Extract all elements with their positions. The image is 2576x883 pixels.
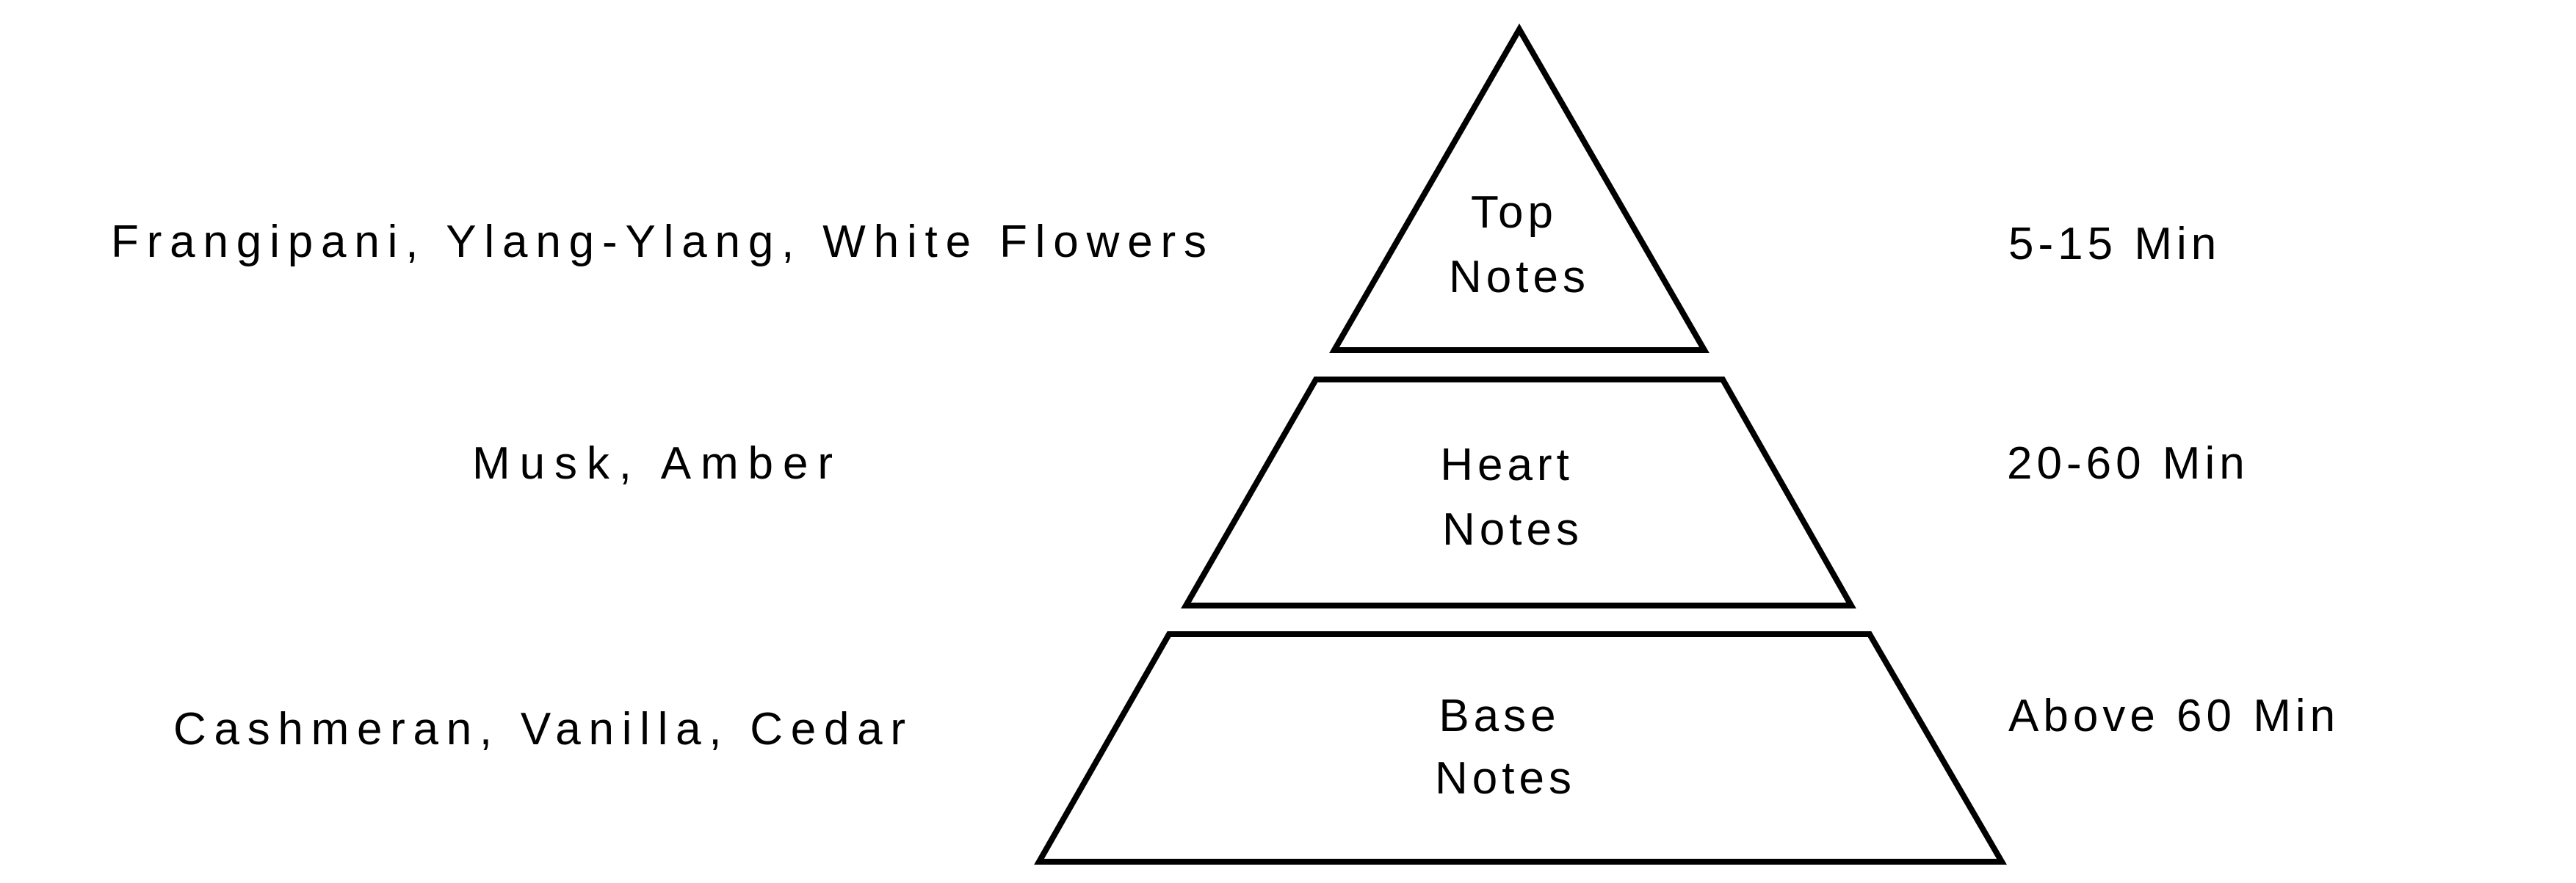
- heart-notes-label-line1: Heart: [1440, 440, 1574, 490]
- base-notes-ingredients: Cashmeran, Vanilla, Cedar: [173, 704, 910, 755]
- base-notes-label-line2: Notes: [1435, 753, 1576, 804]
- tier-heart: Heart Notes Musk, Amber 20-60 Min: [472, 377, 2249, 608]
- heart-notes-label-line2: Notes: [1442, 504, 1583, 555]
- top-notes-duration: 5-15 Min: [2008, 219, 2221, 269]
- base-notes-trapezoid: [1034, 631, 2007, 865]
- base-notes-label-line1: Base: [1439, 691, 1560, 741]
- top-notes-label-line2: Notes: [1449, 252, 1590, 302]
- base-notes-duration: Above 60 Min: [2008, 691, 2340, 741]
- top-notes-ingredients: Frangipani, Ylang-Ylang, White Flowers: [111, 217, 1211, 267]
- tier-top: Top Notes Frangipani, Ylang-Ylang, White…: [111, 23, 2221, 353]
- top-notes-triangle: [1329, 23, 1710, 353]
- heart-notes-trapezoid: [1181, 377, 1856, 608]
- heart-notes-duration: 20-60 Min: [2007, 438, 2249, 489]
- tier-base: Base Notes Cashmeran, Vanilla, Cedar Abo…: [173, 631, 2340, 865]
- heart-notes-ingredients: Musk, Amber: [472, 438, 837, 489]
- top-notes-label-line1: Top: [1471, 187, 1557, 238]
